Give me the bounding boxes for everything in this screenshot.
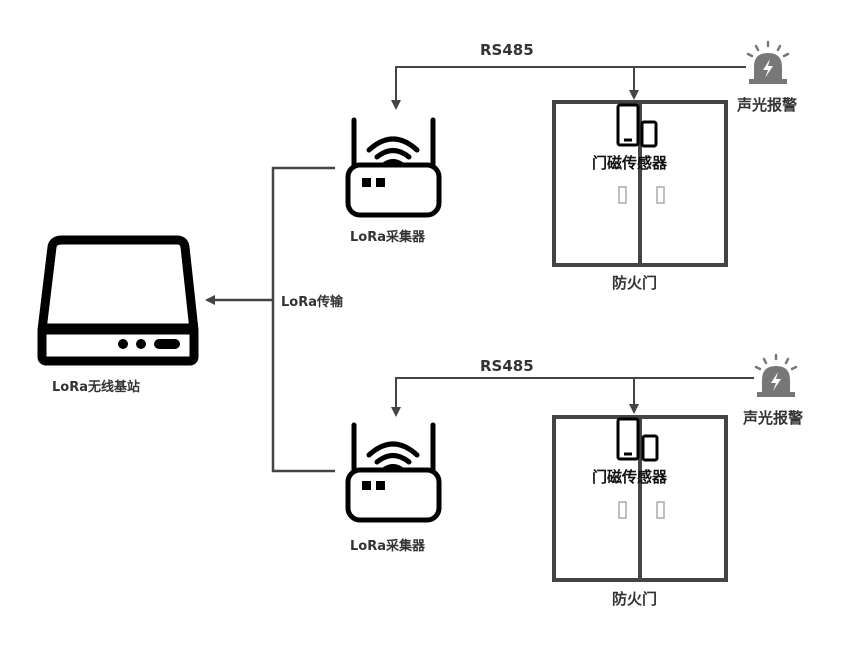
router-led-2 [376, 178, 385, 187]
base-led-2 [136, 339, 146, 349]
door-handle-left [618, 186, 627, 204]
rs485-label: RS485 [480, 41, 534, 59]
fire-door-label: 防火门 [612, 590, 658, 608]
router-icon [345, 117, 442, 218]
alarm-light-icon [746, 40, 790, 84]
door-sensor-icon [616, 103, 658, 148]
lora-link-label: LoRa传输 [281, 295, 343, 310]
base-station-icon [37, 235, 199, 366]
fire-door-bottom [552, 415, 728, 582]
door-sensor-label: 门磁传感器 [592, 468, 668, 486]
rs485-bus-top [391, 66, 746, 110]
base-port [154, 339, 180, 349]
door-handle-right [656, 501, 665, 519]
rs485-bus-bottom [391, 377, 754, 417]
lora-link [205, 166, 335, 473]
door-sensor-icon [616, 417, 659, 462]
router-icon [345, 422, 442, 523]
rs485-label: RS485 [480, 357, 534, 375]
fire-door-top [552, 100, 728, 267]
router-led-1 [362, 481, 371, 490]
door-handle-right [656, 186, 665, 204]
collector-label: LoRa采集器 [350, 230, 425, 245]
alarm-light-icon [754, 353, 798, 397]
door-handle-left [618, 501, 627, 519]
base-station-label: LoRa无线基站 [52, 380, 140, 395]
router-led-1 [362, 178, 371, 187]
door-sensor-label: 门磁传感器 [592, 154, 668, 172]
fire-door-label: 防火门 [612, 274, 658, 292]
router-led-2 [376, 481, 385, 490]
alarm-label: 声光报警 [743, 409, 804, 427]
alarm-label: 声光报警 [737, 96, 798, 114]
base-led-1 [118, 339, 128, 349]
collector-label: LoRa采集器 [350, 539, 425, 554]
